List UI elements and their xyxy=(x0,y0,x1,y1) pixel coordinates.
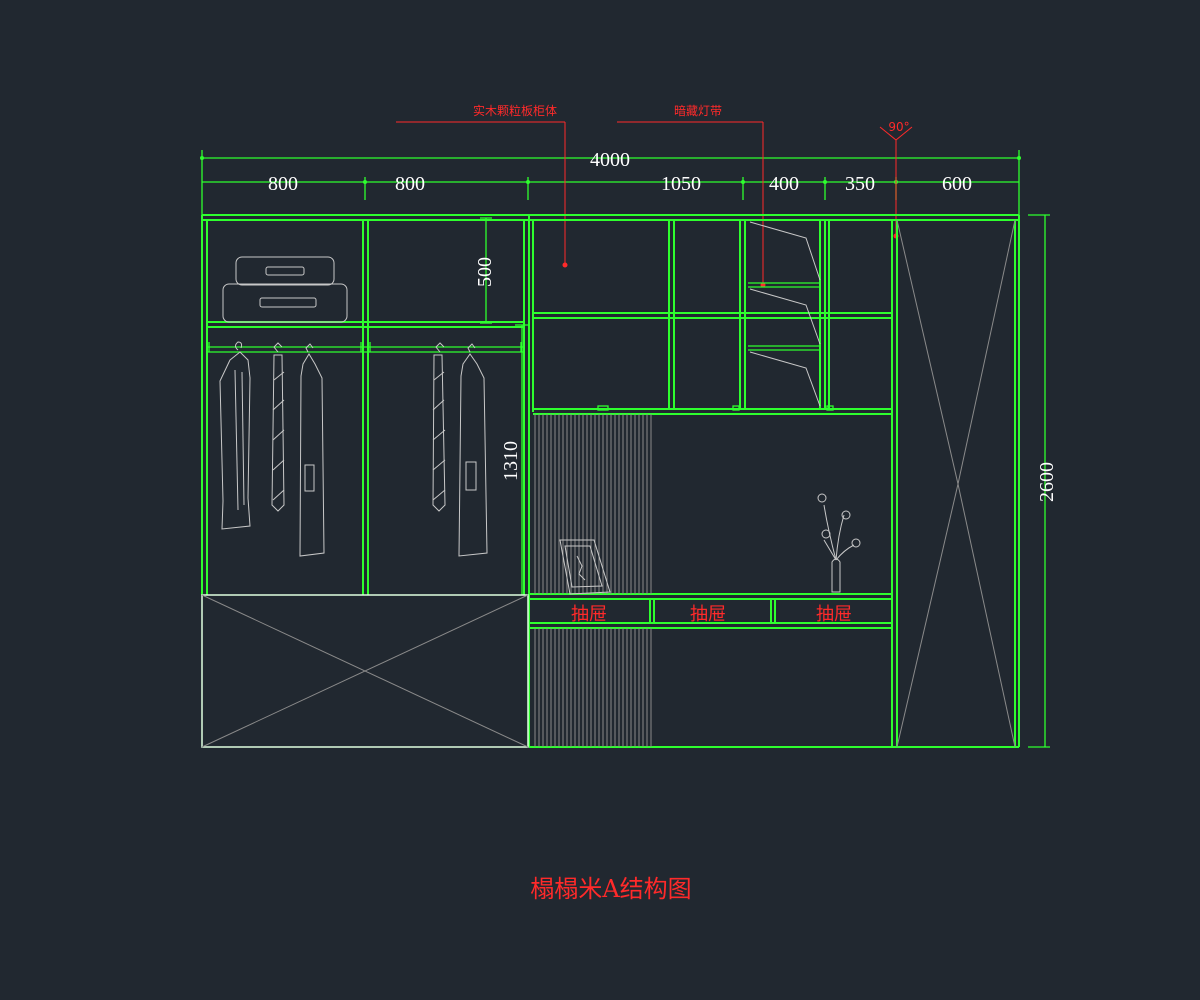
dim-total-height: 2600 xyxy=(1036,462,1058,502)
dim-upper-height: 500 xyxy=(474,257,496,287)
dim-seg-1: 800 xyxy=(268,173,298,195)
drawer-label-1: 抽屉 xyxy=(571,604,607,625)
fluted-panel xyxy=(534,414,652,747)
dimension-labels: 4000 800 800 1050 400 350 600 500 1310 2… xyxy=(268,149,1058,502)
dim-hanging-height: 1310 xyxy=(500,441,522,481)
vase-plant-icon xyxy=(817,493,861,593)
dim-seg-5: 350 xyxy=(845,173,875,195)
hanging-clothes-icon xyxy=(219,341,488,557)
drawer-label-2: 抽屉 xyxy=(690,604,726,625)
picture-frame-icon xyxy=(559,539,611,595)
dim-seg-3: 1050 xyxy=(661,173,701,195)
callouts: 实木颗粒板柜体 暗藏灯带 90° xyxy=(396,103,913,288)
suitcase-icon xyxy=(222,256,348,323)
callout-hidden-light-strip: 暗藏灯带 xyxy=(674,103,722,118)
callout-cabinet-material: 实木颗粒板柜体 xyxy=(473,103,557,118)
callout-angle: 90° xyxy=(888,120,909,134)
dim-seg-4: 400 xyxy=(769,173,799,195)
tatami-platform xyxy=(201,594,529,748)
display-shelf-lights xyxy=(749,221,821,407)
dim-seg-6: 600 xyxy=(942,173,972,195)
dim-total: 4000 xyxy=(590,149,630,171)
drawer-label-3: 抽屉 xyxy=(816,604,852,625)
dim-seg-2: 800 xyxy=(395,173,425,195)
drawing-title: 榻榻米A结构图 xyxy=(530,875,691,903)
drawer-labels: 抽屉 抽屉 抽屉 xyxy=(571,604,852,625)
dimension-lines xyxy=(200,150,1050,748)
tall-door xyxy=(896,219,1016,748)
